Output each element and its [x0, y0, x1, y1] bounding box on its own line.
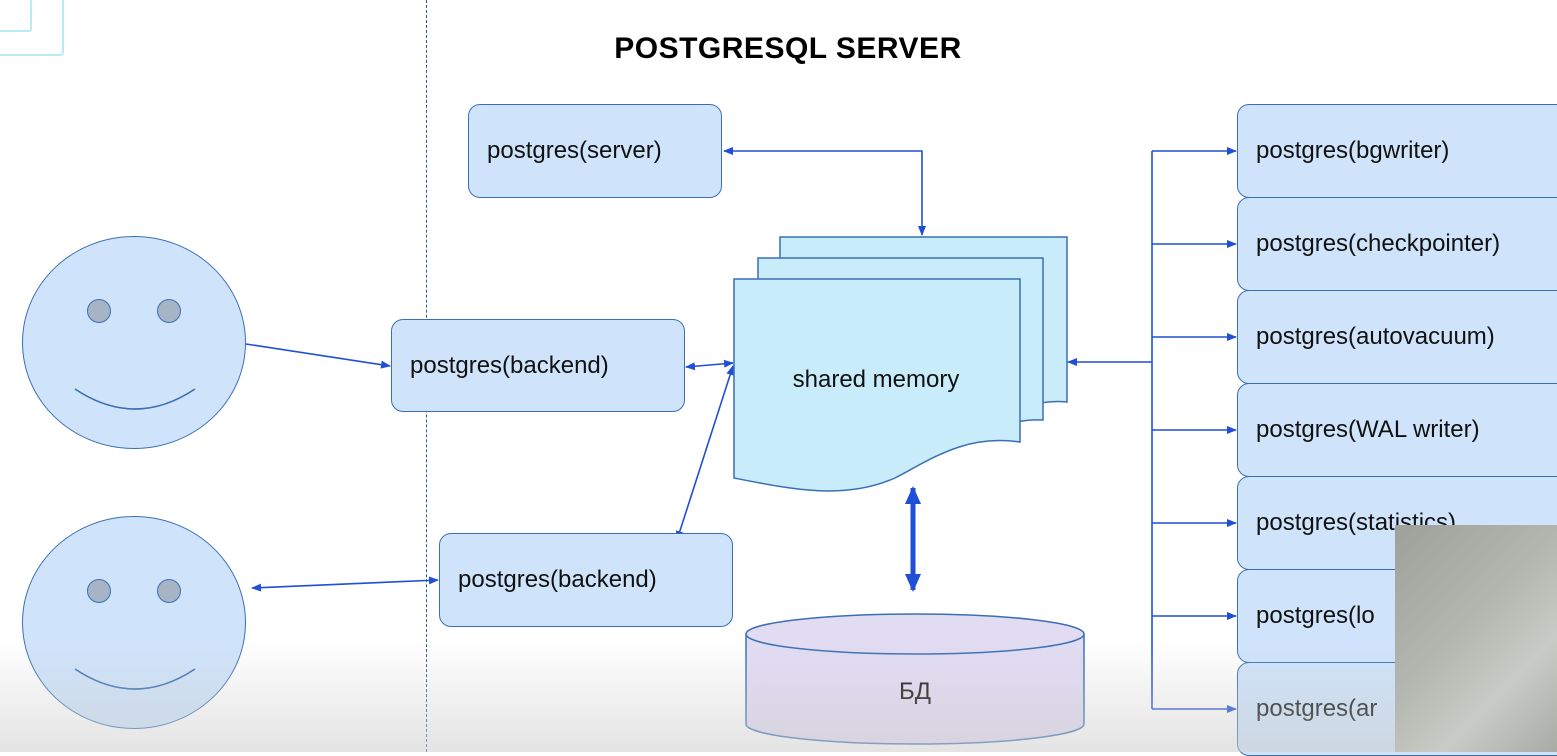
- aux-process-box: postgres(bgwriter): [1237, 104, 1557, 198]
- aux-process-box: postgres(autovacuum): [1237, 290, 1557, 384]
- arrow-backend2-memory: [675, 365, 735, 541]
- server-process-label: postgres(server): [487, 137, 662, 164]
- client-face-2: [22, 516, 246, 729]
- server-process-box: postgres(server): [468, 104, 722, 198]
- database-label: БД: [898, 678, 931, 705]
- corner-decoration-icon: [0, 0, 64, 56]
- aux-process-label: postgres(bgwriter): [1256, 137, 1450, 164]
- eye-icon: [157, 299, 181, 323]
- diagram-title: POSTGRESQL SERVER: [614, 32, 962, 65]
- backend-box-1: postgres(backend): [391, 319, 685, 412]
- aux-process-box: postgres(WAL writer): [1237, 383, 1557, 477]
- eye-icon: [87, 299, 111, 323]
- eye-icon: [157, 579, 181, 603]
- smile-icon: [74, 668, 196, 690]
- aux-process-label: postgres(ar: [1256, 695, 1378, 722]
- aux-process-label: postgres(autovacuum): [1256, 323, 1495, 350]
- backend-label-1: postgres(backend): [410, 351, 609, 379]
- aux-process-box: postgres(checkpointer): [1237, 197, 1557, 291]
- arrow-server-memory: [723, 147, 926, 236]
- eye-icon: [87, 579, 111, 603]
- backend-box-2: postgres(backend): [439, 533, 733, 627]
- arrow-client1-backend1: [245, 343, 391, 369]
- aux-process-label: postgres(checkpointer): [1256, 230, 1501, 257]
- aux-process-label: postgres(WAL writer): [1256, 416, 1480, 443]
- shared-memory-label: shared memory: [792, 366, 960, 393]
- aux-process-label: postgres(lo: [1256, 602, 1375, 629]
- shared-memory-stack: [733, 236, 1068, 492]
- smile-icon: [74, 388, 196, 410]
- client-face-1: [22, 236, 246, 449]
- arrow-client2-backend2: [251, 576, 439, 592]
- webcam-overlay: [1395, 525, 1557, 752]
- backend-label-2: postgres(backend): [458, 566, 657, 593]
